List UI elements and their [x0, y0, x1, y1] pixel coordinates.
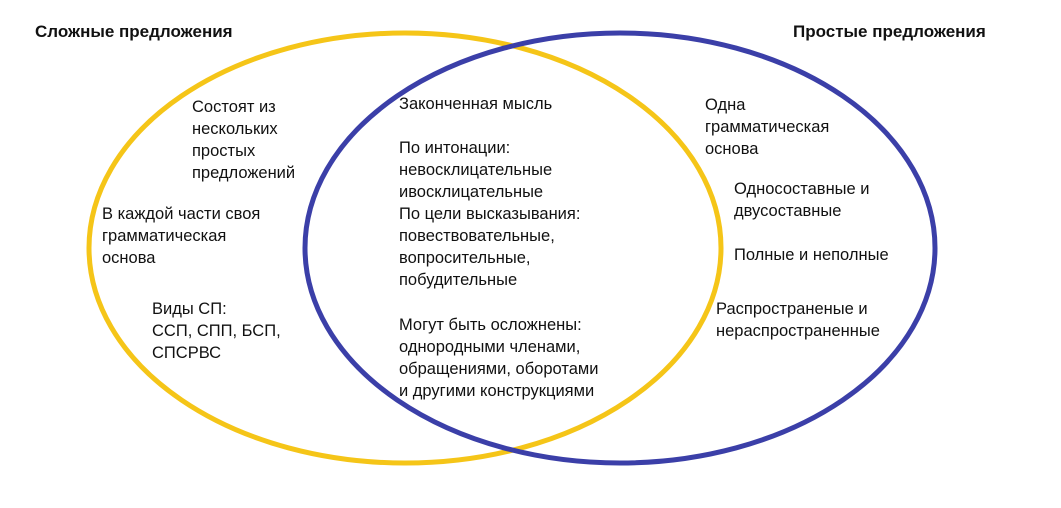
simple-one-basis: Одна грамматическая основа	[705, 96, 830, 158]
complex-own-grammatical-basis: В каждой части своя грамматическая основ…	[102, 205, 261, 267]
complex-sentences-circle	[86, 30, 724, 466]
shared-complications: Могут быть осложнены: однородными членам…	[399, 316, 599, 400]
complex-consist-of-simple: Состоят из нескольких простых предложени…	[192, 98, 296, 182]
simple-one-two-part: Односоставные и двусоставные	[734, 180, 870, 220]
simple-sentences-circle	[302, 30, 938, 466]
simple-complete-incomplete: Полные и неполные	[734, 246, 889, 264]
complex-types: Виды СП: ССП, СПП, БСП, СПСРВС	[152, 300, 281, 362]
simple-extended: Распространеные и нераспространенные	[716, 300, 880, 340]
left-title: Сложные предложения	[35, 22, 233, 41]
shared-complete-thought: Законченная мысль	[399, 95, 553, 113]
right-title: Простые предложения	[793, 22, 986, 41]
shared-intonation-and-purpose: По интонации: невосклицательные ивосклиц…	[399, 139, 581, 289]
